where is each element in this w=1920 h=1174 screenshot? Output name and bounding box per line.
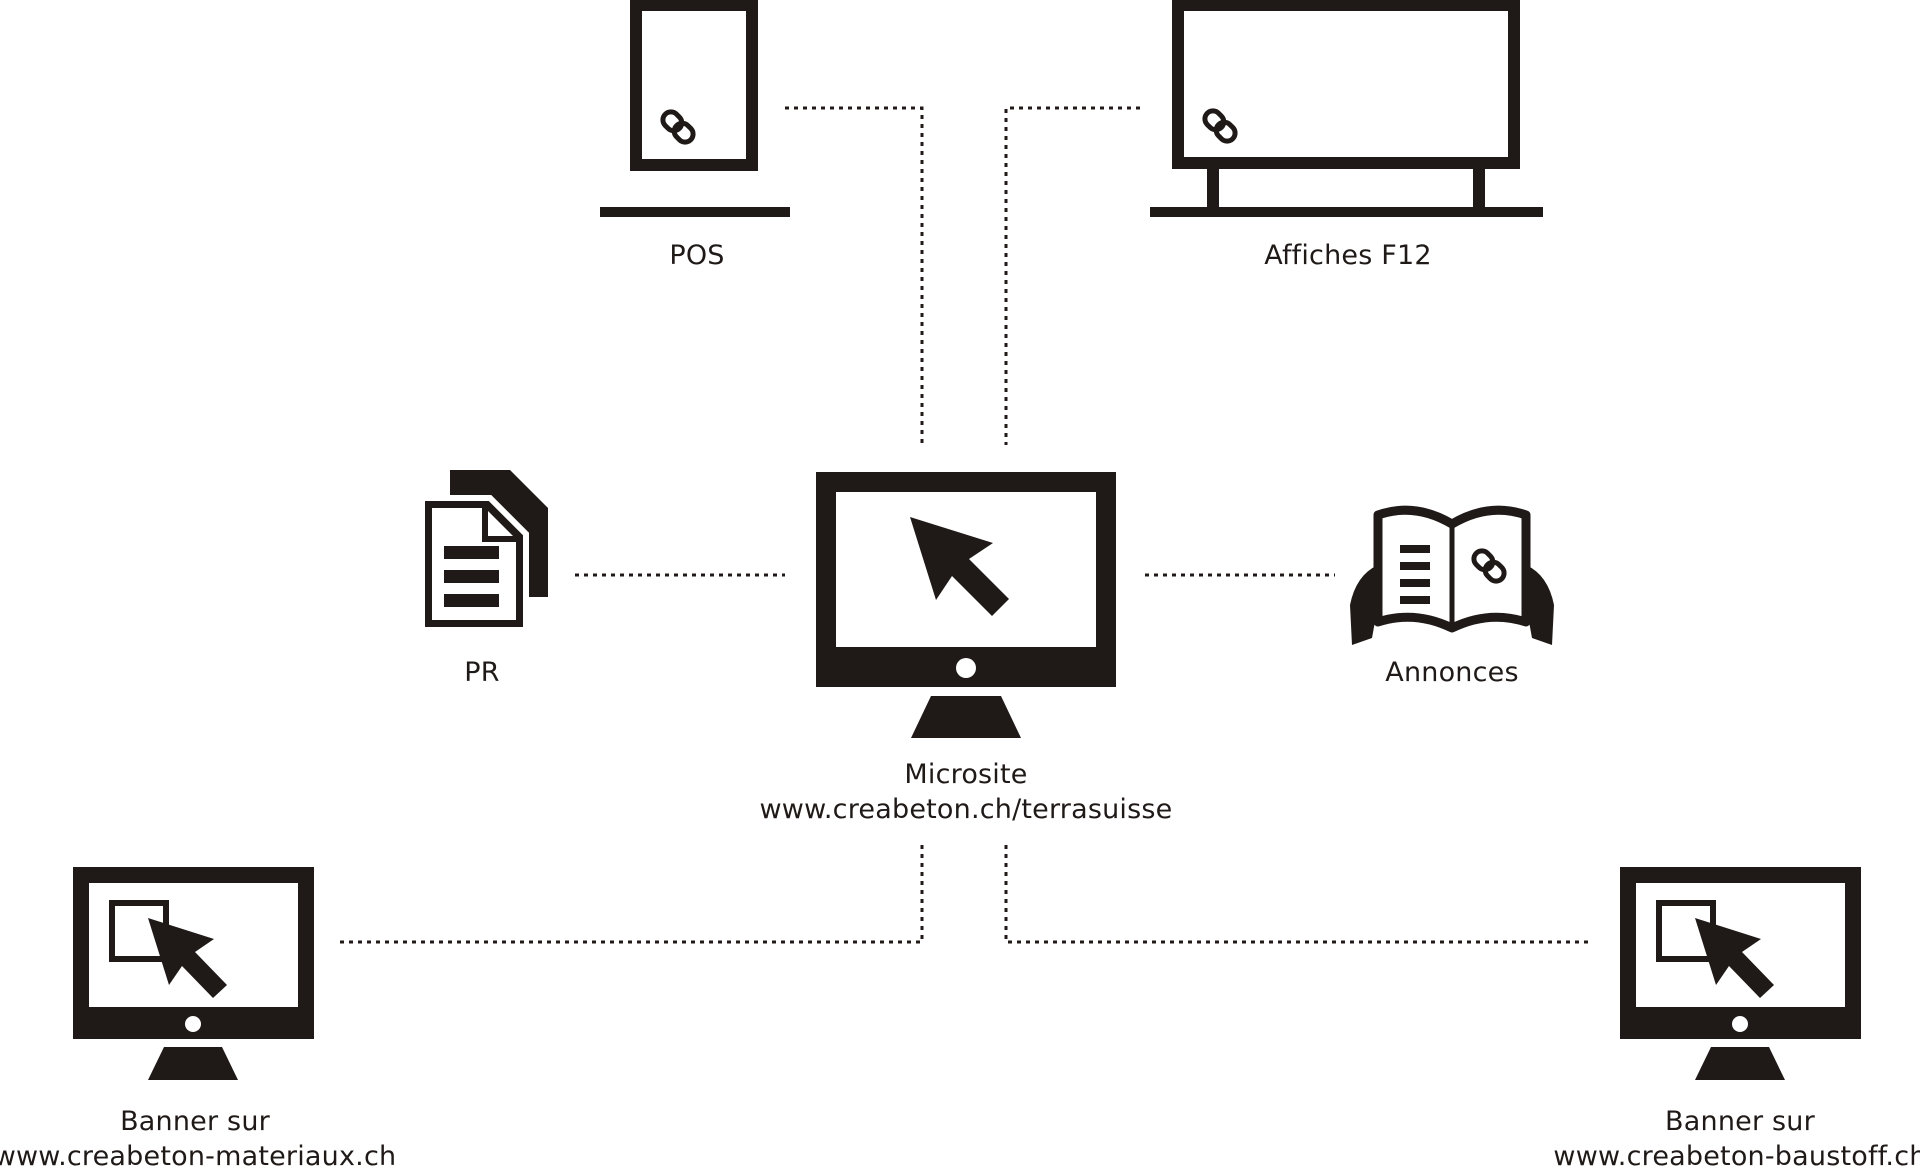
microsite-label: Microsite www.creabeton.ch/terrasuisse [760,757,1173,827]
tablet-pos-icon [600,0,790,217]
desktop-banner-icon-right [1620,867,1861,1080]
affiches-label: Affiches F12 [1264,240,1432,271]
pos-label: POS [669,240,725,271]
connector-affiches [1004,106,1140,445]
pr-label: PR [464,657,500,688]
desktop-banner-icon-left [73,867,314,1080]
documents-icon [419,470,548,633]
connector-lines [340,106,1590,944]
microsite-title: Microsite [904,759,1028,790]
desktop-cursor-icon [816,472,1116,738]
banner-right-label: Banner sur www.creabeton-baustoff.ch [1553,1104,1920,1174]
microsite-url: www.creabeton.ch/terrasuisse [759,794,1173,825]
connector-banner-left [340,845,924,944]
banner-left-label: Banner sur www.creabeton-materiaux.ch [0,1104,396,1174]
banner-left-url: www.creabeton-materiaux.ch [0,1141,397,1172]
connector-banner-right [1004,845,1590,944]
banner-left-title: Banner sur [120,1106,270,1137]
annonces-label: Annonces [1385,657,1519,688]
billboard-icon [1150,0,1543,217]
banner-right-url: www.creabeton-baustoff.ch [1553,1141,1920,1172]
open-magazine-icon [1350,505,1554,645]
banner-right-title: Banner sur [1665,1106,1815,1137]
connector-pos [785,106,924,445]
